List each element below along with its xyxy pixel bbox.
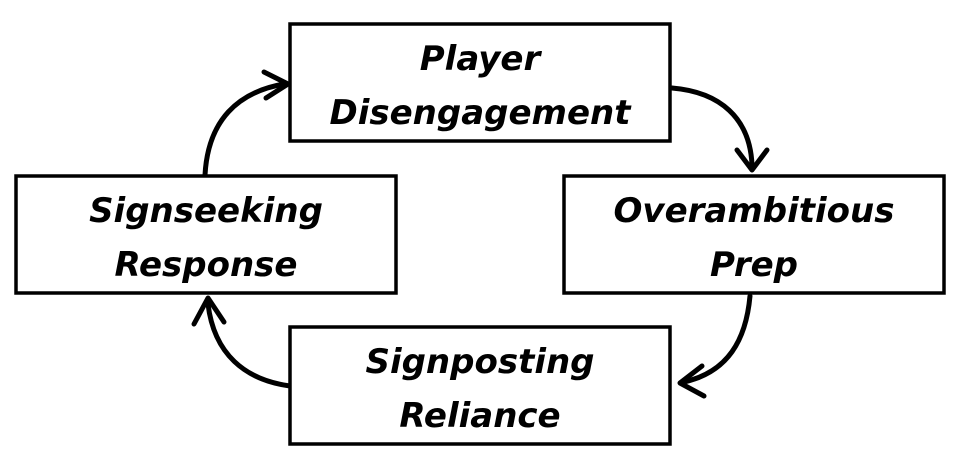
node-signposting-reliance: Signposting Reliance: [288, 325, 672, 446]
node-signseeking-response-line-2: Response: [115, 245, 298, 285]
node-overambitious-prep: Overambitious Prep: [562, 174, 946, 295]
node-player-disengagement-line-1: Player: [420, 39, 543, 79]
node-overambitious-prep-line-1: Overambitious: [614, 191, 895, 231]
node-player-disengagement: Player Disengagement: [288, 22, 672, 143]
node-signposting-reliance-line-1: Signposting: [365, 342, 594, 382]
edge-signposting-to-signseeking: [191, 295, 293, 389]
node-signseeking-response: Signseeking Response: [14, 174, 398, 295]
edge-player-to-overambitious: [669, 85, 770, 173]
edge-overambitious-to-signposting: [677, 293, 753, 399]
node-overambitious-prep-line-2: Prep: [710, 245, 798, 285]
node-signseeking-response-line-1: Signseeking: [89, 191, 323, 231]
node-signposting-reliance-line-2: Reliance: [399, 396, 560, 436]
node-player-disengagement-line-2: Disengagement: [329, 93, 632, 133]
edge-signseeking-to-player: [202, 69, 291, 178]
